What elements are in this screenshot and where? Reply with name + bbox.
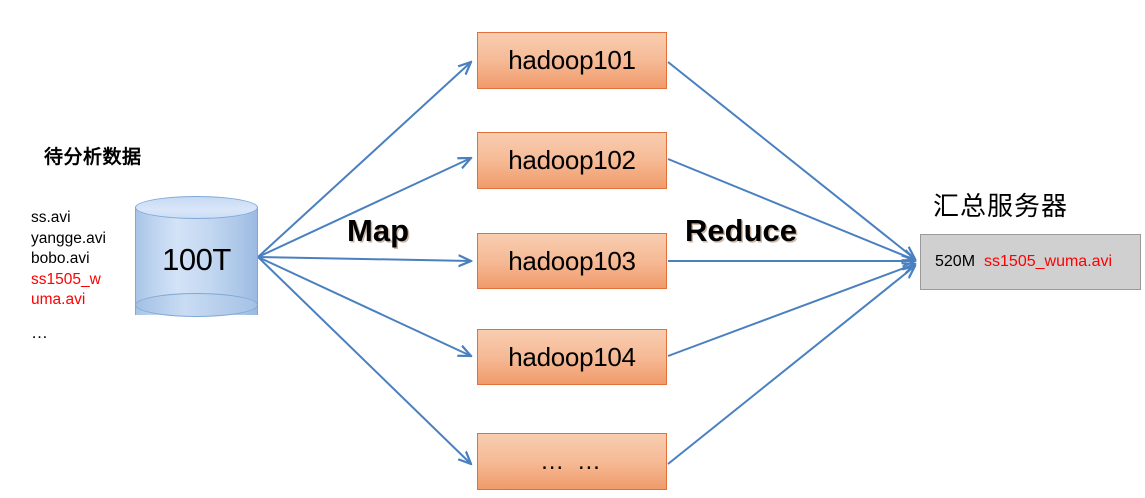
- node-box-hadoop101[interactable]: hadoop101: [477, 32, 667, 89]
- node-box-hadoop104[interactable]: hadoop104: [477, 329, 667, 385]
- list-item-highlighted: uma.avi: [31, 291, 86, 308]
- stage-label-reduce: Reduce: [685, 213, 797, 248]
- reduce-edge-4: [667, 264, 915, 357]
- aggregation-server-title: 汇总服务器: [933, 191, 1069, 221]
- stage-label-map: Map: [347, 213, 409, 248]
- node-label: hadoop104: [508, 341, 636, 372]
- map-edge-4: [257, 256, 471, 356]
- map-edge-3: [257, 257, 471, 261]
- node-box-hadoop102[interactable]: hadoop102: [477, 132, 667, 189]
- node-label: hadoop102: [508, 145, 636, 175]
- reduce-edge-5: [667, 266, 915, 465]
- list-item-ellipsis: …: [31, 322, 49, 342]
- data-store-capacity-label: 100T: [162, 242, 231, 277]
- result-size-label: 520M: [935, 253, 976, 270]
- list-item: bobo.avi: [31, 250, 90, 267]
- map-edge-5: [257, 256, 471, 464]
- node-box-hadoop103[interactable]: hadoop103: [477, 233, 667, 289]
- node-label: hadoop101: [508, 45, 636, 75]
- node-label: hadoop103: [508, 245, 636, 276]
- source-file-list: ss.avi yangge.avi bobo.avi ss1505_w uma.…: [31, 208, 135, 343]
- cylinder-bottom-ellipse: [135, 293, 258, 317]
- node-label: … …: [540, 447, 604, 475]
- cylinder-top-ellipse: [135, 196, 258, 219]
- aggregation-server-box[interactable]: 520M ss1505_wuma.avi: [920, 234, 1141, 290]
- result-file-label: ss1505_wuma.avi: [984, 253, 1113, 270]
- node-box-more[interactable]: … …: [477, 433, 667, 490]
- list-item: yangge.avi: [31, 229, 106, 247]
- data-store-cylinder: 100T: [135, 196, 258, 326]
- list-item: ss.avi: [31, 209, 71, 226]
- list-item-highlighted: ss1505_w: [31, 270, 101, 288]
- source-data-title: 待分析数据: [44, 147, 142, 168]
